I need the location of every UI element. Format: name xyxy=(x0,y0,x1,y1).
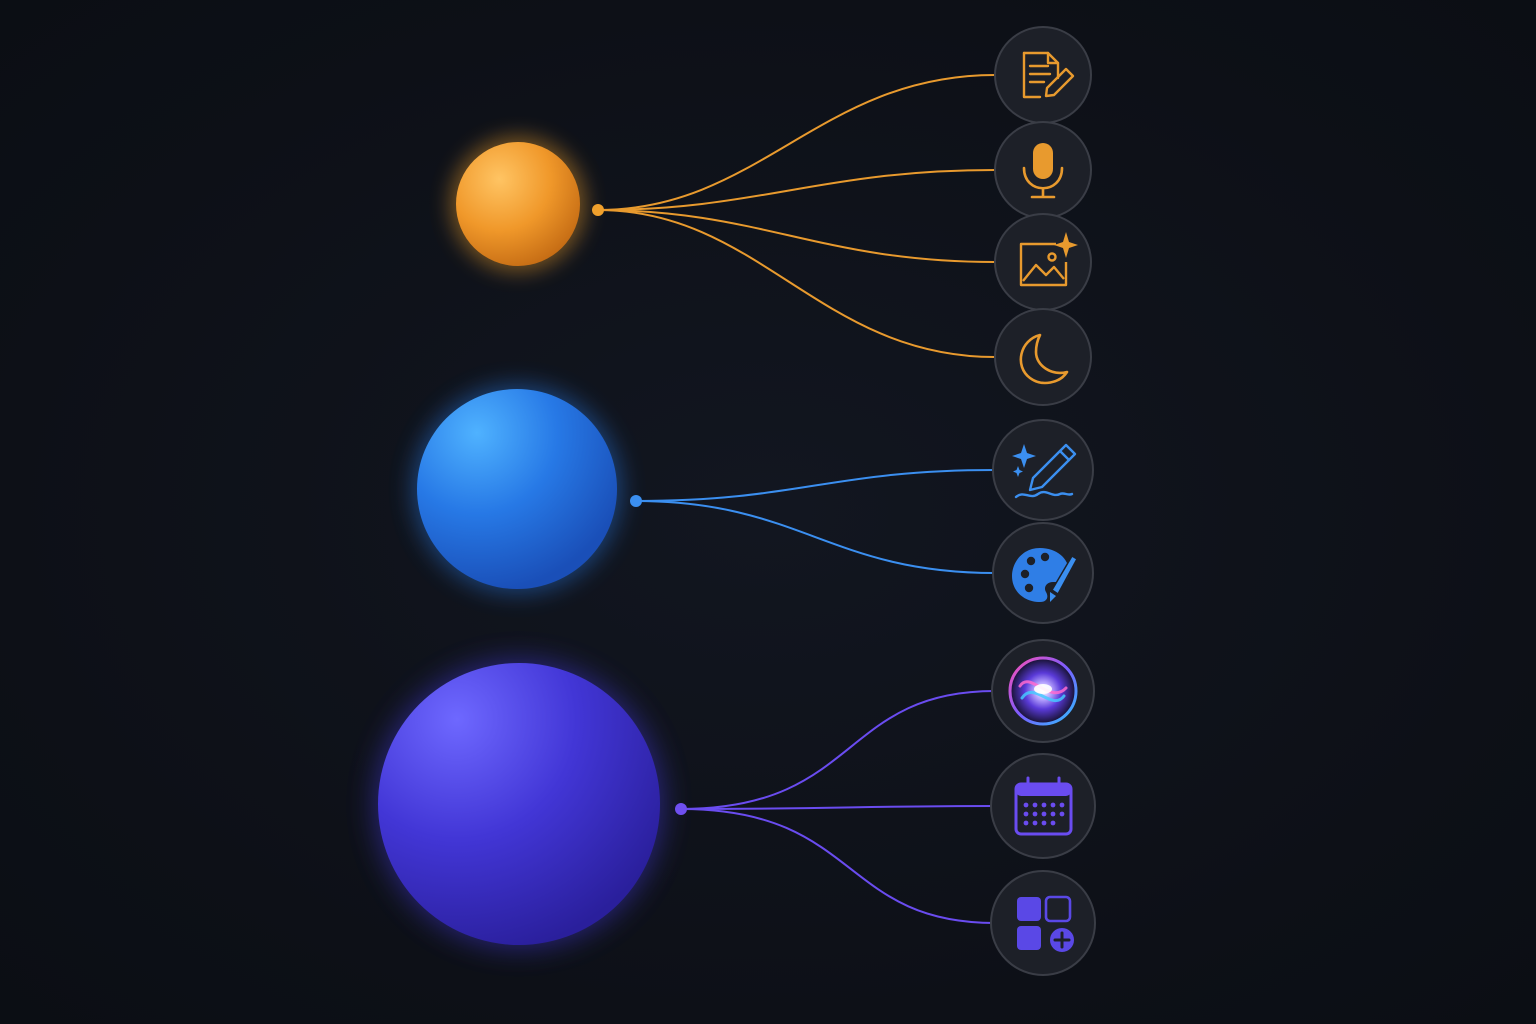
purple-connectors xyxy=(680,690,996,924)
orange-orb xyxy=(456,142,580,266)
siri-orb-icon xyxy=(991,639,1095,743)
microphone-icon xyxy=(994,121,1092,219)
purple-connector-2 xyxy=(680,805,996,810)
orange-group xyxy=(450,26,1092,406)
blue-orb xyxy=(417,389,617,589)
blue-connector-2 xyxy=(635,500,996,574)
palette-brush-icon xyxy=(992,522,1094,624)
purple-connector-node xyxy=(675,803,687,815)
orange-connector-1 xyxy=(597,74,996,211)
blue-connector-1 xyxy=(635,469,996,502)
purple-group xyxy=(375,639,1096,976)
purple-orb xyxy=(378,663,660,945)
orange-connectors xyxy=(597,74,996,358)
orange-connector-node xyxy=(592,204,604,216)
blue-connectors xyxy=(635,469,996,574)
document-edit-icon xyxy=(994,26,1092,124)
app-grid-add-icon xyxy=(990,870,1096,976)
orange-connector-2 xyxy=(597,169,996,211)
orange-connector-4 xyxy=(597,209,996,358)
moon-icon xyxy=(994,308,1092,406)
orange-connector-3 xyxy=(597,209,996,263)
blue-connector-node xyxy=(630,495,642,507)
pencil-sparkle-icon xyxy=(992,419,1094,521)
blue-group xyxy=(413,385,1094,624)
purple-connector-3 xyxy=(680,808,996,924)
image-sparkle-icon xyxy=(994,213,1092,311)
calendar-icon xyxy=(990,753,1096,859)
purple-connector-1 xyxy=(680,690,996,810)
